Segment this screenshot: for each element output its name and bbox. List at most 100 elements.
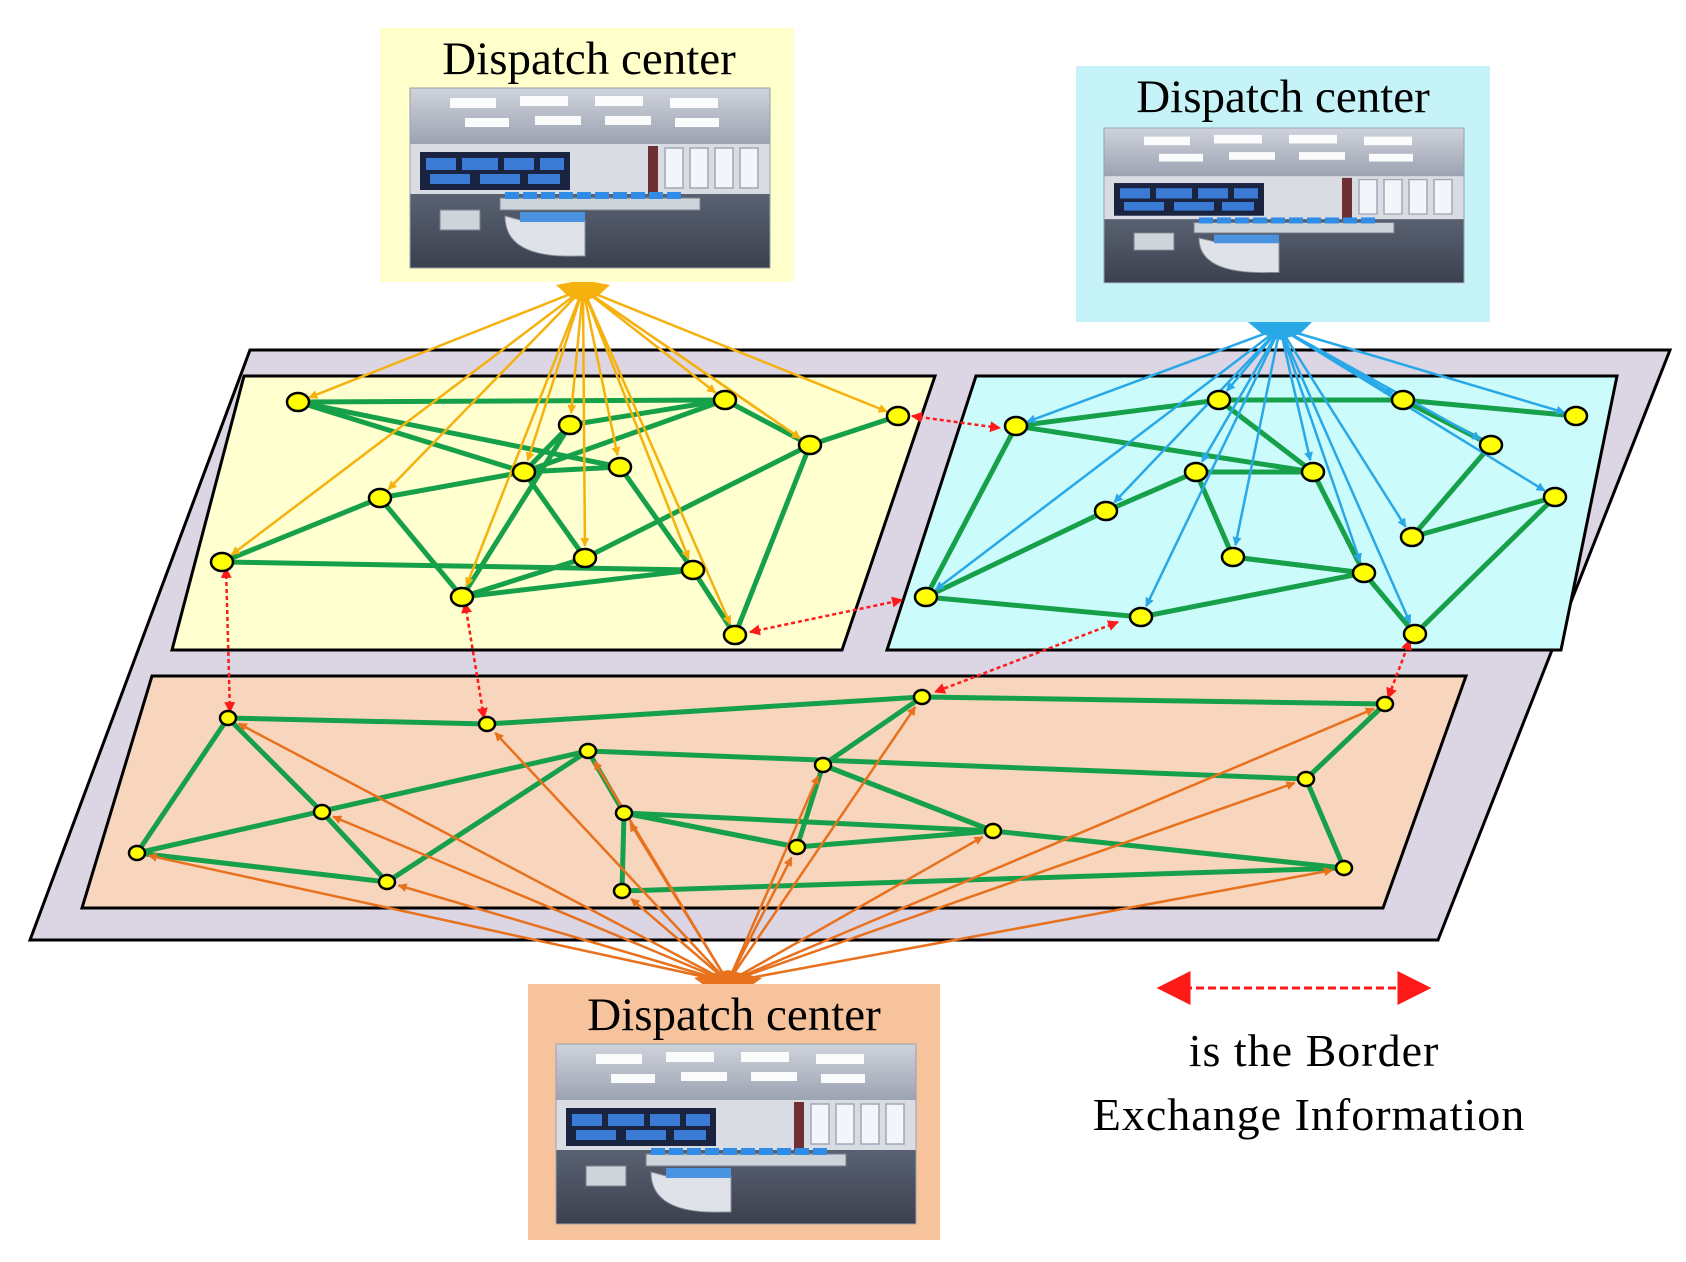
network-edge <box>134 850 390 885</box>
network-edge <box>807 413 901 448</box>
dispatch-arrow <box>629 822 730 983</box>
dispatch-arrow <box>726 856 793 983</box>
network-node <box>1206 389 1232 411</box>
network-edge <box>1303 776 1347 871</box>
dispatch-arrow <box>1278 327 1362 563</box>
network-node <box>787 838 807 856</box>
network-edge <box>923 594 1144 620</box>
legend-text-line2: Exchange Information <box>1093 1089 1526 1140</box>
network-nodes <box>127 389 1589 900</box>
network-node <box>578 742 598 760</box>
network-node <box>1563 405 1589 427</box>
network-node <box>572 547 598 569</box>
network-node <box>1478 434 1504 456</box>
legend: is the Border Exchange Information <box>1093 971 1526 1140</box>
dispatch-arrow <box>581 288 621 457</box>
dispatch-arrow <box>630 897 729 983</box>
network-node <box>607 456 633 478</box>
border-exchange-links <box>220 411 1412 720</box>
network-edge <box>384 748 591 885</box>
network-node <box>712 389 738 411</box>
network-node <box>885 405 911 427</box>
control-room-image <box>1103 127 1465 284</box>
dispatch-arrow <box>494 731 729 983</box>
dispatch-arrow <box>1278 327 1313 462</box>
network-edge <box>219 559 696 573</box>
network-node <box>1296 770 1316 788</box>
network-edge <box>295 397 728 405</box>
network-edge <box>794 828 996 850</box>
network-edge <box>1138 570 1367 620</box>
border-exchange-link <box>461 601 488 720</box>
network-edge <box>617 464 696 573</box>
dispatch-arrow <box>726 706 917 983</box>
network-edge <box>134 715 231 856</box>
dispatch-center-bottom: Dispatch center <box>528 984 940 1240</box>
network-node <box>285 391 311 413</box>
network-edge <box>521 469 588 561</box>
dispatch-arrow <box>1278 327 1412 624</box>
dispatch-arrow <box>567 288 585 414</box>
network-node <box>614 804 634 822</box>
border-exchange-link <box>933 620 1120 694</box>
dispatch-arrow <box>237 722 729 984</box>
dispatch-arrow <box>726 775 820 983</box>
network-edge <box>1216 397 1316 475</box>
network-node <box>913 586 939 608</box>
network-edge <box>377 495 465 600</box>
network-node <box>557 414 583 436</box>
network-edge <box>621 810 800 850</box>
network-edge <box>990 828 1347 871</box>
dispatch-arrow <box>582 287 888 413</box>
dispatch-arrow <box>727 835 984 984</box>
dispatch-arrow <box>1278 327 1407 528</box>
network-node <box>1128 606 1154 628</box>
network-edge <box>459 567 696 600</box>
network-node <box>1402 623 1428 645</box>
hub-burst-top-right <box>1248 318 1312 340</box>
dispatch-arrow <box>1026 326 1281 424</box>
network-edge <box>521 464 623 475</box>
network-edge <box>1412 494 1558 637</box>
dispatch-arrow <box>1113 327 1281 504</box>
network-edge <box>820 694 925 768</box>
network-edge <box>134 748 591 856</box>
network-edge <box>923 508 1109 600</box>
network-node <box>477 715 497 733</box>
dispatch-arrow <box>1145 327 1282 607</box>
dispatch-center-label: Dispatch center <box>1136 71 1430 123</box>
border-exchange-link <box>1386 638 1412 700</box>
border-exchange-link <box>220 566 236 714</box>
network-edge <box>1400 397 1579 419</box>
dispatch-arrows-top-right <box>934 326 1566 624</box>
legend-text-line1: is the Border <box>1189 1025 1440 1076</box>
dispatch-arrow <box>582 288 717 394</box>
dispatch-arrow <box>387 288 584 491</box>
network-node <box>722 624 748 646</box>
network-edge <box>1103 469 1199 514</box>
dispatch-arrow <box>727 707 1375 984</box>
network-edge <box>923 423 1019 600</box>
network-edge <box>919 694 1388 707</box>
network-node <box>377 873 397 891</box>
network-node <box>218 709 238 727</box>
control-room-image <box>555 1043 917 1225</box>
network-node <box>127 844 147 862</box>
network-node <box>912 688 932 706</box>
dispatch-arrow <box>1279 326 1566 415</box>
network-node <box>1351 562 1377 584</box>
network-edge <box>1303 701 1388 782</box>
network-node <box>511 461 537 483</box>
network-node <box>367 487 393 509</box>
network-node <box>1375 695 1395 713</box>
dispatch-arrow <box>581 288 732 625</box>
network-edge <box>1409 442 1494 540</box>
network-node <box>1542 486 1568 508</box>
network-edge <box>225 715 490 727</box>
network-node <box>983 822 1003 840</box>
network-edge <box>567 397 728 428</box>
hub-burst-top-left <box>556 280 610 302</box>
network-edge <box>619 810 627 894</box>
network-edge <box>521 397 728 475</box>
